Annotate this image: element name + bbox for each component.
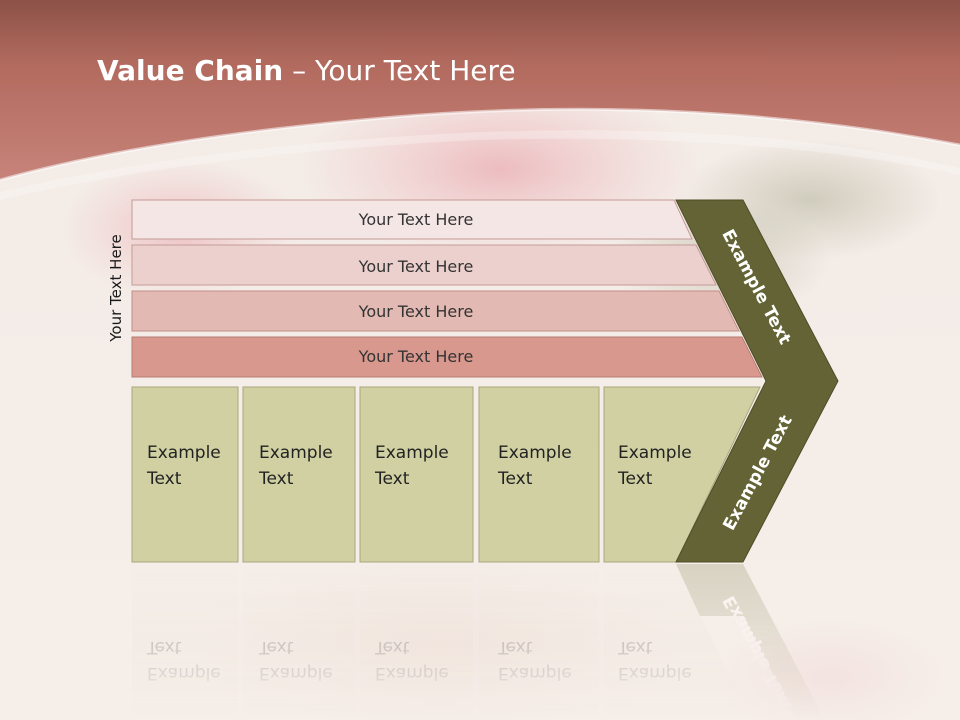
- support-bar-label: Your Text Here: [358, 347, 474, 366]
- reflection-text: Example: [375, 663, 449, 683]
- support-bar-shape: [131, 199, 693, 240]
- primary-column-line1: Example: [375, 443, 449, 463]
- primary-column-shape: [478, 386, 600, 563]
- support-bar-3: Your Text Here: [131, 290, 740, 332]
- reflection-text: Text: [258, 637, 294, 657]
- primary-column-line1: Example: [147, 443, 221, 463]
- primary-column-shape: [131, 386, 239, 563]
- header-swoosh-glow: [0, 130, 960, 200]
- support-bar-shape: [131, 336, 763, 378]
- support-bar-label: Your Text Here: [358, 210, 474, 229]
- primary-column-line1: Example: [259, 443, 333, 463]
- page-title: Value Chain – Your Text Here: [97, 54, 516, 87]
- reflection-column: [604, 564, 751, 720]
- reflection-column: [479, 564, 599, 720]
- reflection-text: Text: [374, 637, 410, 657]
- diagram-reflection: Example Text Example Text Example Text E…: [132, 564, 825, 720]
- header-band: [0, 0, 960, 180]
- primary-column-shape: [359, 386, 474, 563]
- margin-chevron: Example Text Example Text: [675, 199, 839, 563]
- reflection-text: Example: [498, 663, 572, 683]
- primary-column-line2: Text: [258, 469, 294, 489]
- support-bar-shape: [131, 244, 717, 286]
- primary-column-line2: Text: [617, 469, 653, 489]
- support-bar-shape: [131, 290, 740, 332]
- title-rest: – Your Text Here: [283, 54, 516, 87]
- support-bar-4: Your Text Here: [131, 336, 763, 378]
- support-bar-label: Your Text Here: [358, 302, 474, 321]
- support-bar-1: Your Text Here: [131, 199, 693, 240]
- reflection-text: Example: [147, 663, 221, 683]
- primary-column-2: Example Text: [242, 386, 356, 563]
- primary-column-4: Example Text: [478, 386, 600, 563]
- primary-column-line2: Text: [146, 469, 182, 489]
- primary-column-1: Example Text: [131, 386, 239, 563]
- primary-column-shape: [242, 386, 356, 563]
- reflection-text: Example: [618, 663, 692, 683]
- reflection-text: Text: [146, 637, 182, 657]
- reflection-column: [360, 564, 473, 720]
- primary-column-line2: Text: [497, 469, 533, 489]
- primary-column-5: Example Text: [603, 386, 761, 563]
- margin-chevron-shape: [675, 199, 839, 563]
- title-bold: Value Chain: [97, 54, 284, 87]
- header-swoosh-line: [0, 107, 960, 182]
- reflection-text: Example: [259, 663, 333, 683]
- reflection-column: [243, 564, 355, 720]
- support-bar-label: Your Text Here: [358, 257, 474, 276]
- primary-column-line1: Example: [618, 443, 692, 463]
- reflection-text: Text: [617, 637, 653, 657]
- primary-column-line2: Text: [374, 469, 410, 489]
- reflection-text: Text: [497, 637, 533, 657]
- reflection-chevron: [676, 564, 825, 720]
- primary-column-line1: Example: [498, 443, 572, 463]
- reflection-column: [132, 564, 238, 720]
- support-bar-2: Your Text Here: [131, 244, 717, 286]
- primary-column-3: Example Text: [359, 386, 474, 563]
